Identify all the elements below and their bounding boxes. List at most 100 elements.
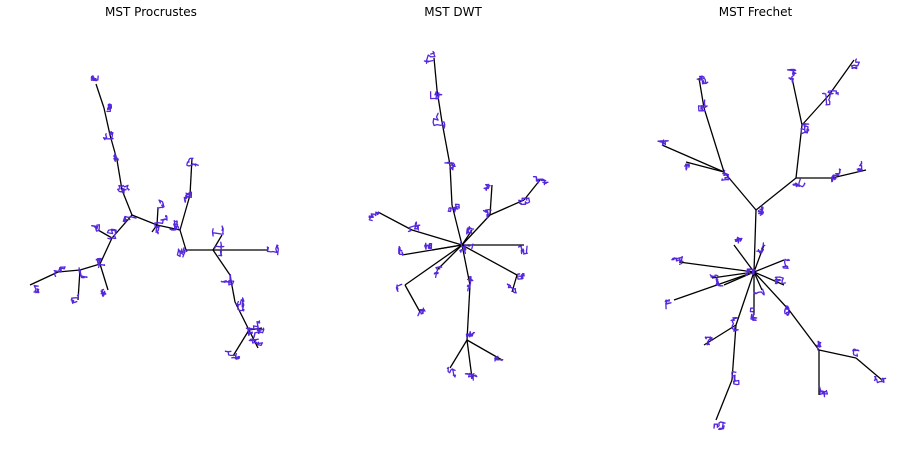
trajectory-glyph <box>423 50 436 64</box>
trajectory-glyph <box>432 112 446 129</box>
tree-edge <box>436 244 463 271</box>
tree-edge <box>753 271 785 286</box>
trajectory-glyph <box>214 241 225 257</box>
tree-edge <box>801 94 830 126</box>
trajectory-glyph <box>95 257 106 269</box>
panel-title: MST Frechet <box>718 5 793 19</box>
tree-edge <box>791 77 803 126</box>
tree-edge <box>753 271 763 291</box>
trajectory-glyph <box>697 99 708 112</box>
tree-edge <box>212 249 231 276</box>
trajectory-glyph <box>248 338 264 347</box>
trajectory-glyph <box>417 307 426 317</box>
trajectory-glyph <box>70 293 80 305</box>
trajectory-glyph <box>850 58 860 70</box>
tree-edge <box>179 229 187 251</box>
tree-edge <box>433 57 438 91</box>
trajectory-glyph <box>821 89 839 106</box>
trajectory-glyph <box>494 355 504 362</box>
trajectory-glyph <box>734 236 743 244</box>
tree-edge <box>179 194 191 231</box>
tree-edge <box>753 271 790 311</box>
tree-edge <box>404 244 463 286</box>
tree-edge <box>788 309 820 351</box>
tree-edge <box>753 209 757 273</box>
trajectory-glyph <box>466 225 475 235</box>
trajectory-glyph <box>782 258 791 270</box>
trajectory-glyph <box>155 225 160 235</box>
tree-edge <box>441 121 451 166</box>
tree-edge <box>377 211 413 231</box>
tree-edge <box>685 161 725 173</box>
panel-title: MST DWT <box>424 5 482 19</box>
trajectory-glyph <box>117 184 130 195</box>
trajectory-glyph <box>444 161 456 171</box>
trajectory-glyph <box>253 324 265 339</box>
mst-procrustes-graph <box>29 75 279 360</box>
trajectory-glyph <box>830 168 842 183</box>
tree-edge <box>99 263 109 291</box>
trajectory-glyph <box>709 274 719 278</box>
trajectory-glyph <box>664 299 672 310</box>
trajectory-glyph <box>156 199 165 209</box>
trajectory-glyph <box>713 421 726 431</box>
trajectory-glyph <box>721 169 730 181</box>
tree-edge <box>673 271 755 301</box>
trajectory-glyph <box>106 228 117 240</box>
trajectory-glyph <box>715 277 724 287</box>
tree-edge <box>411 229 463 246</box>
trajectory-glyph <box>818 385 829 398</box>
trajectory-glyph <box>398 245 404 256</box>
tree-edge <box>29 271 59 286</box>
trajectory-glyph <box>464 372 478 381</box>
tree-edge <box>755 177 797 211</box>
tree-edge <box>828 59 855 96</box>
tree-edge <box>99 237 113 265</box>
tree-edge <box>404 284 421 313</box>
trajectory-glyph <box>186 157 199 167</box>
tree-edge <box>79 263 101 271</box>
trajectory-glyph <box>368 211 380 222</box>
tree-edge <box>449 339 468 369</box>
trajectory-glyph <box>753 288 765 296</box>
trajectory-glyph <box>657 139 669 146</box>
trajectory-glyph <box>749 307 758 321</box>
trajectory-glyph <box>786 68 797 83</box>
panel-title: MST Procrustes <box>105 5 197 19</box>
trajectory-glyph <box>78 267 88 279</box>
trajectory-glyph <box>183 191 193 203</box>
trajectory-glyph <box>518 197 531 205</box>
trajectory-glyph <box>506 283 517 294</box>
tree-edge <box>431 244 463 251</box>
tree-edge <box>95 83 105 109</box>
trajectory-glyph <box>112 152 119 162</box>
trajectory-glyph <box>482 208 492 220</box>
trajectory-glyph <box>459 241 474 255</box>
panel-mst-dwt: MST DWT <box>302 0 604 465</box>
tree-edge <box>461 244 471 286</box>
tree-edge <box>678 261 755 273</box>
trajectory-glyph <box>465 330 476 338</box>
trajectory-glyph <box>153 214 168 228</box>
tree-edge <box>723 271 755 286</box>
trajectory-glyph <box>266 244 279 256</box>
tree-edge <box>451 204 463 246</box>
trajectory-glyph <box>731 371 740 386</box>
trajectory-glyph <box>220 273 235 286</box>
trajectory-glyph <box>783 305 791 316</box>
tree-edge <box>715 379 733 421</box>
tree-edge <box>723 171 757 211</box>
tree-edge <box>436 89 443 123</box>
trajectory-glyph <box>744 268 755 276</box>
trajectory-glyph <box>684 163 691 171</box>
trajectory-glyph <box>169 219 180 231</box>
trajectory-glyph <box>407 221 421 233</box>
panel-mst-frechet: MST Frechet <box>604 0 907 465</box>
trajectory-glyph <box>90 75 99 82</box>
tree-edge <box>855 357 883 381</box>
trajectory-glyph <box>856 160 863 173</box>
mst-frechet-graph <box>657 58 887 431</box>
trajectory-glyph <box>704 336 713 346</box>
tree-edge <box>818 349 857 359</box>
tree-edge <box>151 224 158 233</box>
